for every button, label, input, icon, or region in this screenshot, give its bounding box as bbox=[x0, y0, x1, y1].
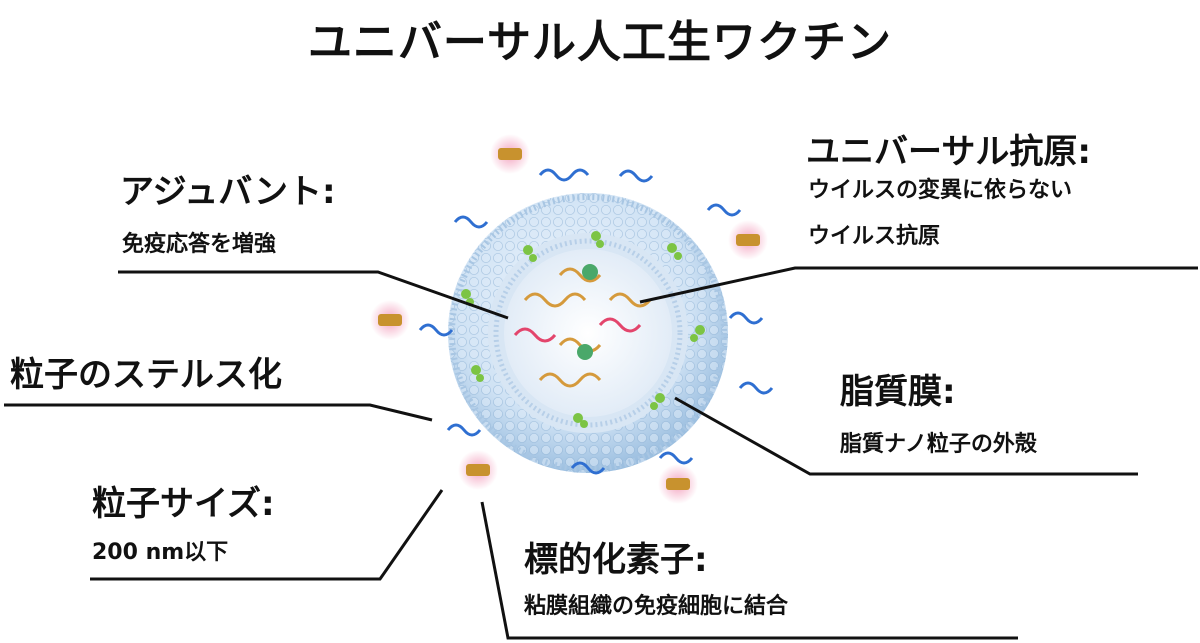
label-lipid-desc: 脂質ナノ粒子の外殻 bbox=[840, 432, 1037, 457]
leader-line-size bbox=[90, 489, 444, 581]
leader-line-stealth bbox=[4, 403, 433, 422]
peg-stealth-coils bbox=[418, 168, 774, 475]
leader-line-targeting bbox=[480, 501, 1018, 640]
label-size-heading: 粒子サイズ: bbox=[92, 484, 275, 524]
adjuvant-molecules bbox=[461, 231, 705, 428]
label-stealth-heading: 粒子のステルス化 bbox=[10, 355, 282, 395]
label-adjuvant-desc: 免疫応答を増強 bbox=[122, 232, 277, 257]
label-targeting-heading: 標的化素子: bbox=[524, 540, 708, 580]
label-lipid-heading: 脂質膜: bbox=[840, 372, 956, 412]
leader-line-lipid bbox=[674, 396, 1138, 476]
page-title: ユニバーサル人工生ワクチン bbox=[307, 17, 893, 68]
label-adjuvant-heading: アジュバント: bbox=[120, 172, 336, 212]
label-size-desc: 200 nm以下 bbox=[92, 540, 229, 565]
leader-lines bbox=[4, 266, 1198, 640]
leader-line-antigen bbox=[639, 266, 1198, 304]
targeting-ligands bbox=[370, 134, 768, 504]
label-antigen-desc-line2: ウイルス抗原 bbox=[808, 224, 941, 249]
lipid-membrane bbox=[448, 193, 728, 473]
antigen-cargo bbox=[513, 264, 652, 388]
label-targeting-desc: 粘膜組織の免疫細胞に結合 bbox=[524, 594, 789, 619]
leader-line-adjuvant bbox=[118, 270, 509, 320]
label-antigen-desc-line1: ウイルスの変異に依らない bbox=[808, 178, 1073, 203]
label-antigen-heading: ユニバーサル抗原: bbox=[806, 132, 1091, 172]
